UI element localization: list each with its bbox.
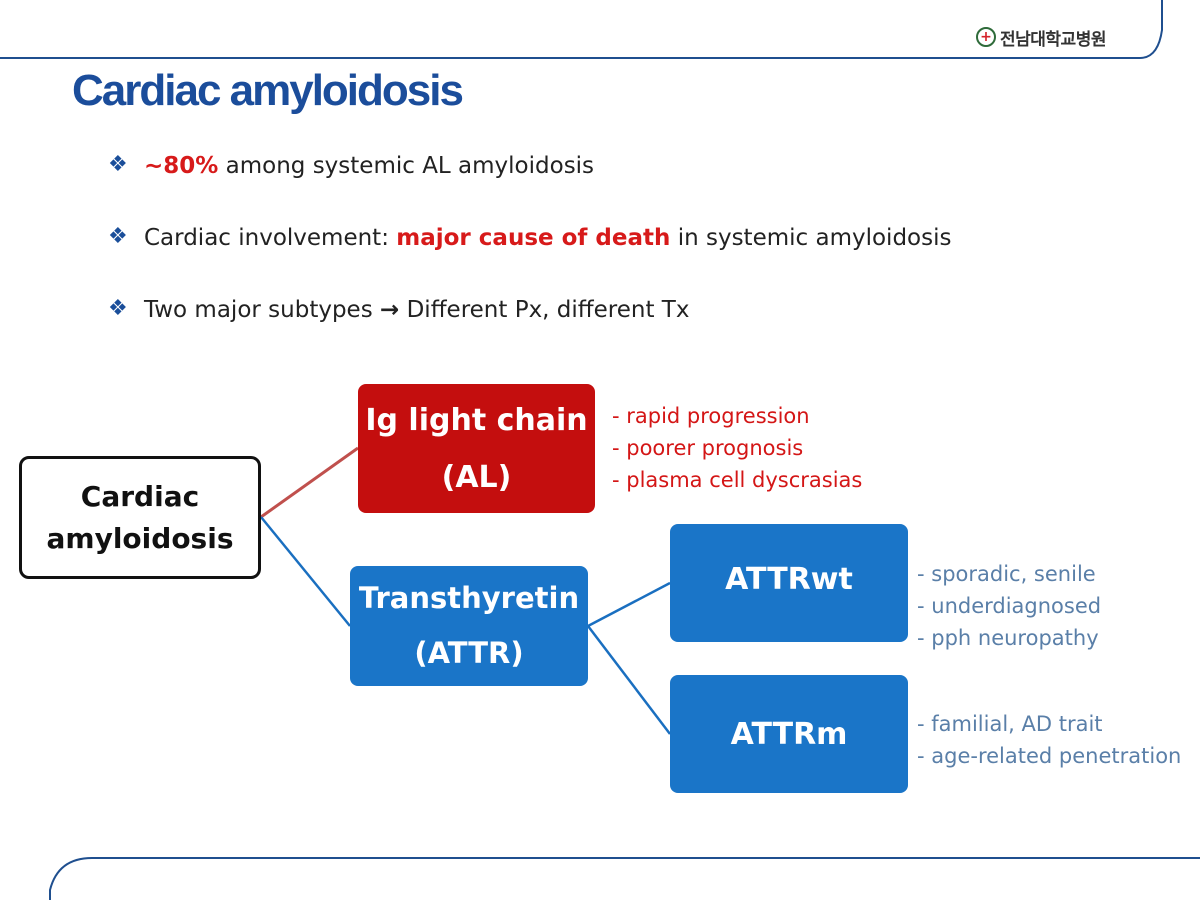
node-label-line1: Cardiac	[80, 479, 200, 513]
node-label-line2: amyloidosis	[46, 521, 234, 555]
footer-rule-line	[49, 857, 1200, 900]
node-label-line1: Transthyretin	[358, 580, 580, 615]
diamond-bullet-icon: ❖	[108, 152, 128, 177]
node-label-line1: Ig light chain	[365, 402, 588, 438]
node-cardiac-amyloidosis: Cardiac amyloidosis	[19, 456, 261, 579]
hospital-name: 전남대학교병원	[1000, 29, 1106, 50]
node-label-line2: (ATTR)	[414, 636, 524, 670]
node-attrm: ATTRm	[670, 675, 908, 793]
notes-attrm: - familial, AD trait - age-related penet…	[917, 708, 1181, 772]
note-item: - plasma cell dyscrasias	[612, 468, 863, 492]
highlight-cause-of-death: major cause of death	[396, 225, 671, 251]
header-rule-line	[0, 0, 1163, 59]
connector-attr-to-attrm	[587, 625, 671, 735]
bullet-item-subtypes: ❖ Two major subtypes → Different Px, dif…	[108, 294, 951, 366]
notes-al: - rapid progression - poorer prognosis -…	[612, 400, 862, 496]
node-ig-light-chain-al: Ig light chain (AL)	[358, 384, 595, 513]
right-arrow-icon: →	[380, 297, 400, 323]
note-item: - rapid progression	[612, 404, 810, 428]
diamond-bullet-icon: ❖	[108, 224, 128, 249]
node-label: ATTRm	[730, 716, 848, 752]
bullet-suffix: in systemic amyloidosis	[670, 225, 952, 251]
node-label: ATTRwt	[725, 562, 853, 597]
bullet-prefix: Two major subtypes	[144, 297, 380, 323]
bullet-suffix: Different Px, different Tx	[399, 297, 690, 323]
node-label-line2: (AL)	[441, 459, 512, 495]
notes-attrwt: - sporadic, senile - underdiagnosed - pp…	[917, 558, 1101, 654]
hospital-logo: + 전남대학교병원	[976, 22, 1106, 52]
bullet-body: among systemic AL amyloidosis	[218, 153, 595, 179]
note-item: - sporadic, senile	[917, 562, 1096, 586]
node-attrwt: ATTRwt	[670, 524, 908, 642]
hospital-emblem-icon: +	[976, 27, 996, 47]
note-item: - age-related penetration	[917, 744, 1182, 768]
bullet-text: ~80% among systemic AL amyloidosis	[144, 150, 594, 182]
bullet-text: Cardiac involvement: major cause of deat…	[144, 222, 951, 254]
note-item: - pph neuropathy	[917, 626, 1099, 650]
bullet-item-al-prevalence: ❖ ~80% among systemic AL amyloidosis	[108, 150, 951, 222]
page-title: Cardiac amyloidosis	[72, 66, 464, 115]
highlight-percentage: ~80%	[144, 153, 219, 179]
note-item: - poorer prognosis	[612, 436, 804, 460]
connector-root-to-al	[260, 446, 359, 519]
bullet-item-cardiac-involvement: ❖ Cardiac involvement: major cause of de…	[108, 222, 951, 294]
bullet-list: ❖ ~80% among systemic AL amyloidosis ❖ C…	[108, 150, 951, 366]
connector-attr-to-attrwt	[587, 581, 671, 628]
note-item: - underdiagnosed	[917, 594, 1102, 618]
diamond-bullet-icon: ❖	[108, 296, 128, 321]
bullet-prefix: Cardiac involvement:	[144, 225, 397, 251]
note-item: - familial, AD trait	[917, 712, 1103, 736]
node-transthyretin-attr: Transthyretin (ATTR)	[350, 566, 588, 686]
connector-root-to-attr	[260, 516, 351, 627]
bullet-text: Two major subtypes → Different Px, diffe…	[144, 294, 689, 326]
